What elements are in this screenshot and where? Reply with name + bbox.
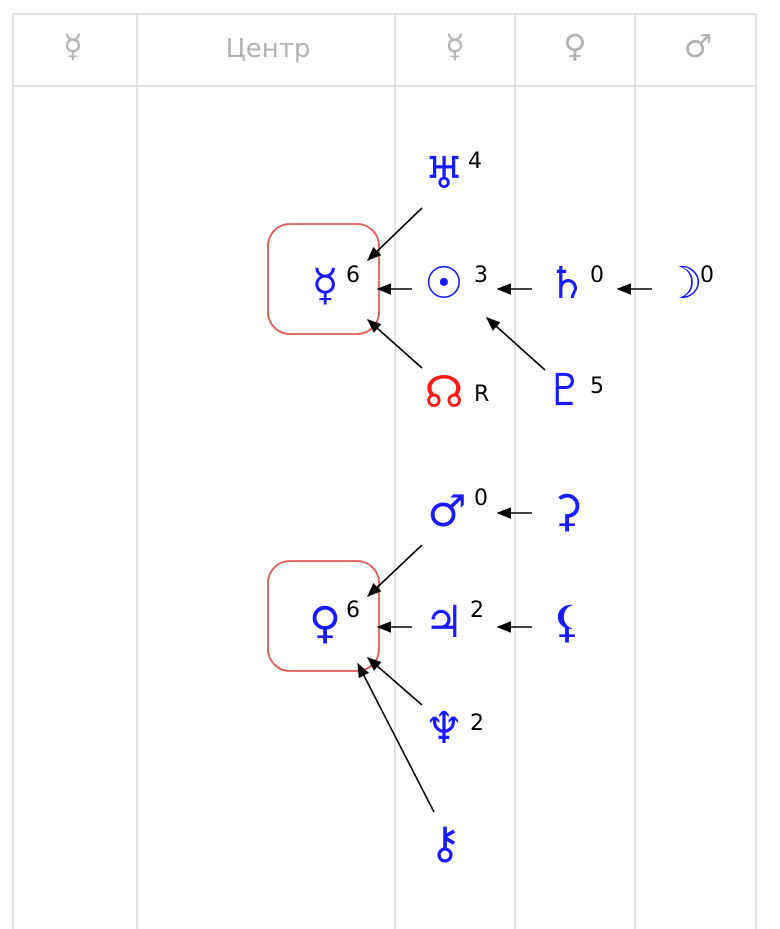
jupiter-degree: 2 [470, 598, 484, 623]
header-row: ☿ Центр ☿ ♀ ♂ [63, 27, 712, 65]
mercury-center-glyph: ☿ [311, 260, 338, 311]
mars-degree: 0 [474, 486, 488, 511]
juno-glyph: ⚳ [551, 486, 583, 537]
north-node-glyph: ☊ [424, 367, 463, 418]
saturn-glyph: ♄ [547, 258, 586, 309]
saturn-degree: 0 [590, 263, 604, 288]
arrow-neptune-to-venus [366, 657, 423, 706]
table-grid [12, 13, 757, 929]
chiron-glyph: ⚷ [429, 818, 461, 869]
arrow-node-to-mercury [366, 319, 423, 369]
venus-center-degree: 6 [346, 598, 360, 623]
arrow-uranus-to-mercury [366, 207, 423, 261]
uranus-degree: 4 [468, 149, 482, 174]
moon-degree: 0 [700, 263, 714, 288]
group-venus: ♀ 6 ♂ 0 ⚳ ♃ 2 ⚸ ♆ 2 ⚷ [267, 486, 583, 869]
header-col-2: Центр [226, 34, 311, 64]
pluto-glyph: ♇ [545, 365, 584, 416]
lilith-glyph: ⚸ [551, 597, 583, 648]
header-col-3: ☿ [445, 27, 465, 65]
mercury-center-degree: 6 [346, 263, 360, 288]
header-col-4: ♀ [563, 27, 586, 65]
sun-degree: 3 [474, 263, 488, 288]
neptune-glyph: ♆ [424, 703, 463, 754]
north-node-retrograde: R [474, 382, 489, 407]
group-mercury: ☿ 6 ♅ 4 ☉ 3 ♄ 0 ☽ 0 ☊ R ♇ 5 [267, 148, 714, 418]
moon-glyph: ☽ [663, 258, 702, 309]
header-col-1: ☿ [63, 27, 83, 65]
arrow-chiron-to-venus [357, 662, 435, 813]
sun-glyph: ☉ [424, 258, 463, 309]
arrow-pluto-to-sun [485, 317, 546, 371]
jupiter-glyph: ♃ [424, 597, 463, 648]
arrow-mars-to-venus [366, 544, 423, 597]
header-col-5: ♂ [684, 27, 713, 65]
mars-glyph: ♂ [427, 486, 466, 537]
focus-box [267, 560, 380, 672]
uranus-glyph: ♅ [424, 148, 463, 199]
venus-center-glyph: ♀ [309, 598, 341, 649]
pluto-degree: 5 [590, 374, 604, 399]
focus-box [267, 223, 380, 335]
neptune-degree: 2 [470, 711, 484, 736]
